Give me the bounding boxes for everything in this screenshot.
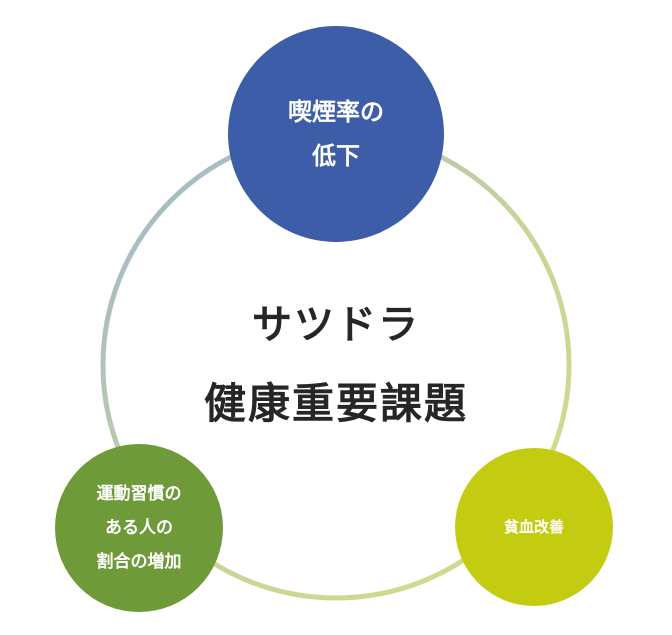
node-smoking-rate-line1: 喫煙率の	[288, 98, 384, 126]
node-exercise-habit-line3: 割合の増加	[96, 552, 182, 572]
node-anemia: 貧血改善	[455, 448, 613, 606]
node-smoking-rate: 喫煙率の 低下	[228, 26, 444, 242]
node-exercise-habit: 運動習慣の ある人の 割合の増加	[55, 444, 223, 612]
center-title-line1: サツドラ	[252, 302, 420, 348]
node-smoking-rate-line2: 低下	[312, 142, 360, 170]
node-exercise-habit-line2: ある人の	[105, 518, 173, 538]
center-title-line2: 健康重要課題	[203, 379, 468, 428]
node-anemia-line1: 貧血改善	[503, 518, 564, 536]
node-exercise-habit-line1: 運動習慣の	[96, 484, 182, 504]
